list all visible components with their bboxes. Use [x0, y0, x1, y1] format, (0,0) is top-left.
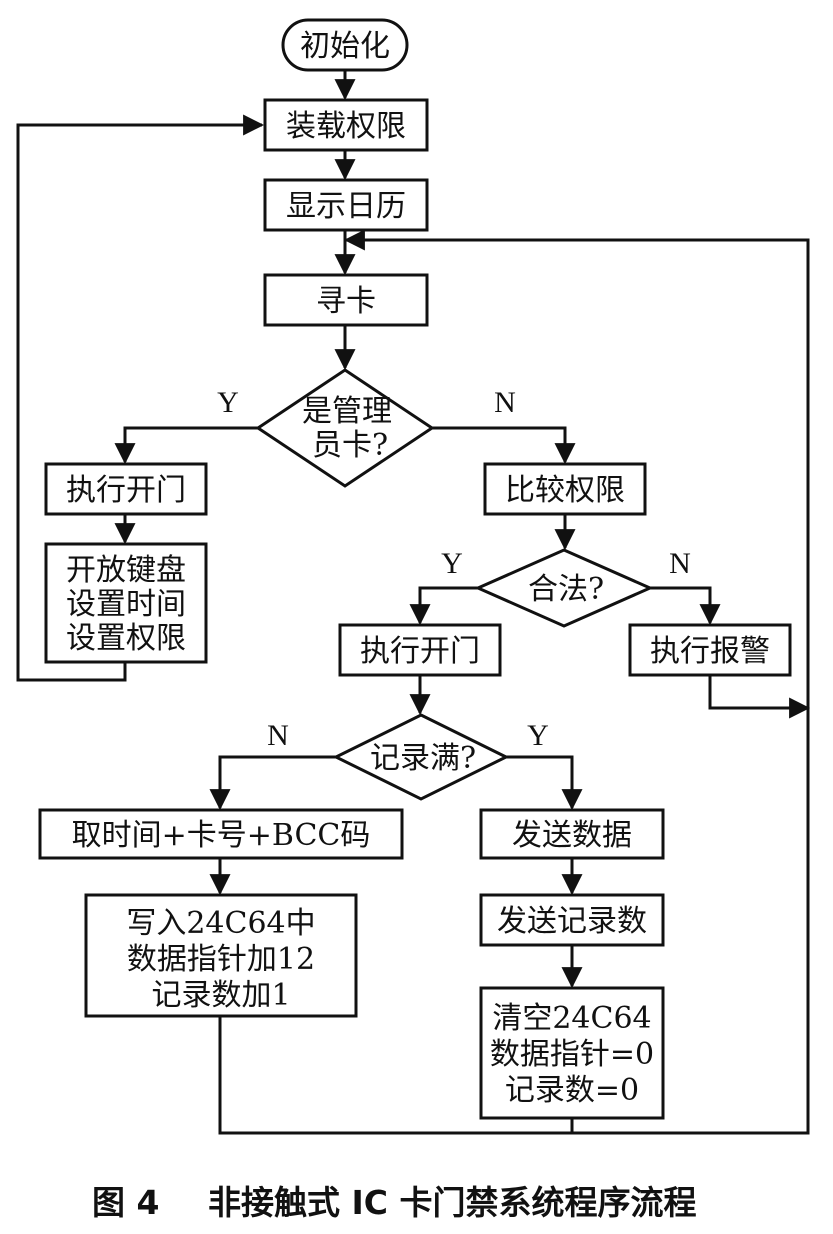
edge-alarm-to-loop — [708, 675, 811, 719]
branch-label-admin-no: N — [494, 386, 516, 419]
edge-full-no — [209, 755, 336, 811]
branch-label-valid-no: N — [669, 547, 691, 580]
node-load-permissions: 装载权限 — [263, 98, 429, 152]
node-alarm: 执行报警 — [628, 623, 792, 677]
node-show-calendar-label: 显示日历 — [286, 189, 406, 224]
node-find-card: 寻卡 — [263, 273, 429, 327]
branch-labels: Y N Y N N Y — [217, 386, 691, 752]
node-write-line3: 记录数加1 — [151, 978, 290, 1013]
branch-label-full-yes: Y — [527, 719, 549, 752]
node-clear-line2: 数据指针=0 — [490, 1037, 654, 1072]
decision-is-admin-card: 是管理 员卡? — [255, 368, 435, 488]
node-init: 初始化 — [281, 18, 409, 72]
node-get-time-card-label: 取时间+卡号+BCC码 — [72, 818, 371, 853]
node-clear-line3: 记录数=0 — [505, 1073, 639, 1108]
figure-title: 非接触式 IC 卡门禁系统程序流程 — [208, 1183, 696, 1222]
node-find-card-label: 寻卡 — [316, 284, 376, 319]
figure-number: 图 4 — [92, 1183, 159, 1222]
node-admin-open-door: 执行开门 — [44, 462, 208, 516]
node-user-open-door: 执行开门 — [338, 623, 502, 677]
branch-label-full-no: N — [267, 719, 289, 752]
decision-record-full-label: 记录满? — [370, 741, 476, 776]
edge-valid-no — [650, 586, 721, 626]
node-send-data: 发送数据 — [479, 808, 665, 860]
edge-full-yes — [506, 755, 583, 811]
edge-admin-yes — [114, 426, 258, 465]
decision-is-admin-line2: 员卡? — [312, 428, 388, 463]
node-send-record-count-label: 发送记录数 — [497, 904, 647, 939]
node-admin-open-door-label: 执行开门 — [66, 473, 186, 508]
edge-admin-loop-back — [16, 114, 265, 682]
node-admin-menu-line3: 设置权限 — [66, 621, 186, 656]
decision-is-valid: 合法? — [474, 548, 654, 628]
node-write-eeprom: 写入24C64中 数据指针加12 记录数加1 — [84, 893, 358, 1018]
node-admin-menu-line2: 设置时间 — [66, 587, 186, 622]
node-show-calendar: 显示日历 — [263, 178, 429, 232]
figure-caption: 图 4 非接触式 IC 卡门禁系统程序流程 — [92, 1183, 696, 1222]
node-send-record-count: 发送记录数 — [479, 893, 665, 947]
node-load-permissions-label: 装载权限 — [286, 109, 406, 144]
edge-loop-back-to-findcard — [218, 229, 810, 1135]
edge-admin-no — [432, 426, 576, 465]
node-alarm-label: 执行报警 — [650, 634, 770, 669]
branch-label-admin-yes: Y — [217, 386, 239, 419]
node-send-data-label: 发送数据 — [512, 818, 632, 853]
node-clear-line1: 清空24C64 — [492, 1001, 651, 1036]
decision-is-valid-label: 合法? — [528, 572, 604, 607]
node-write-line1: 写入24C64中 — [126, 906, 315, 941]
decision-record-full: 记录满? — [332, 713, 510, 801]
node-compare-permissions: 比较权限 — [483, 462, 647, 516]
branch-label-valid-yes: Y — [441, 547, 463, 580]
node-compare-permissions-label: 比较权限 — [505, 473, 625, 508]
decision-is-admin-line1: 是管理 — [302, 394, 392, 429]
node-init-label: 初始化 — [300, 29, 390, 64]
node-get-time-card: 取时间+卡号+BCC码 — [38, 808, 404, 860]
edge-valid-yes — [409, 586, 478, 626]
node-user-open-door-label: 执行开门 — [360, 634, 480, 669]
node-admin-menu-line1: 开放键盘 — [66, 553, 186, 588]
node-admin-menu: 开放键盘 设置时间 设置权限 — [44, 542, 208, 664]
node-write-line2: 数据指针加12 — [127, 942, 315, 977]
edges — [16, 70, 811, 1135]
node-clear-eeprom: 清空24C64 数据指针=0 记录数=0 — [479, 986, 665, 1120]
